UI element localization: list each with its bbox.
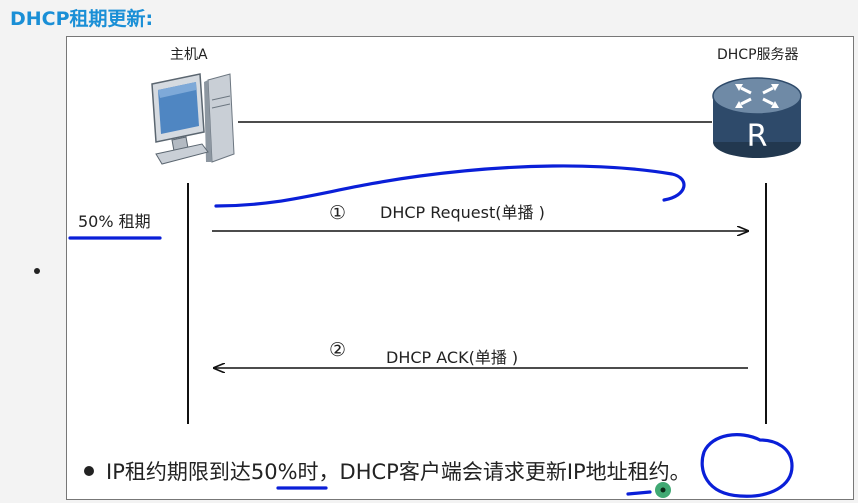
note-bullet: IP租约期限到达50%时，DHCP客户端会请求更新IP地址租约。 (84, 456, 691, 486)
note-bullet-dot (84, 466, 94, 476)
host-label: 主机A (170, 47, 208, 63)
note-text: IP租约期限到达50%时，DHCP客户端会请求更新IP地址租约。 (106, 460, 691, 484)
handdrawn-arc (214, 164, 686, 208)
bullet-dot (34, 268, 40, 274)
handdrawn-dash (626, 490, 652, 496)
server-label: DHCP服务器 (717, 47, 799, 63)
router-letter: R (747, 119, 768, 154)
handdrawn-circle (700, 433, 794, 498)
message-request: DHCP Request(单播 ) (380, 203, 545, 222)
router-icon: R (712, 77, 802, 158)
step-number-1: ① (329, 202, 347, 224)
message-ack: DHCP ACK(单播 ) (386, 348, 519, 367)
step-number-2: ② (329, 339, 347, 361)
computer-icon (151, 73, 235, 165)
lease-label: 50% 租期 (78, 212, 151, 231)
page-title: DHCP租期更新: (10, 8, 154, 30)
